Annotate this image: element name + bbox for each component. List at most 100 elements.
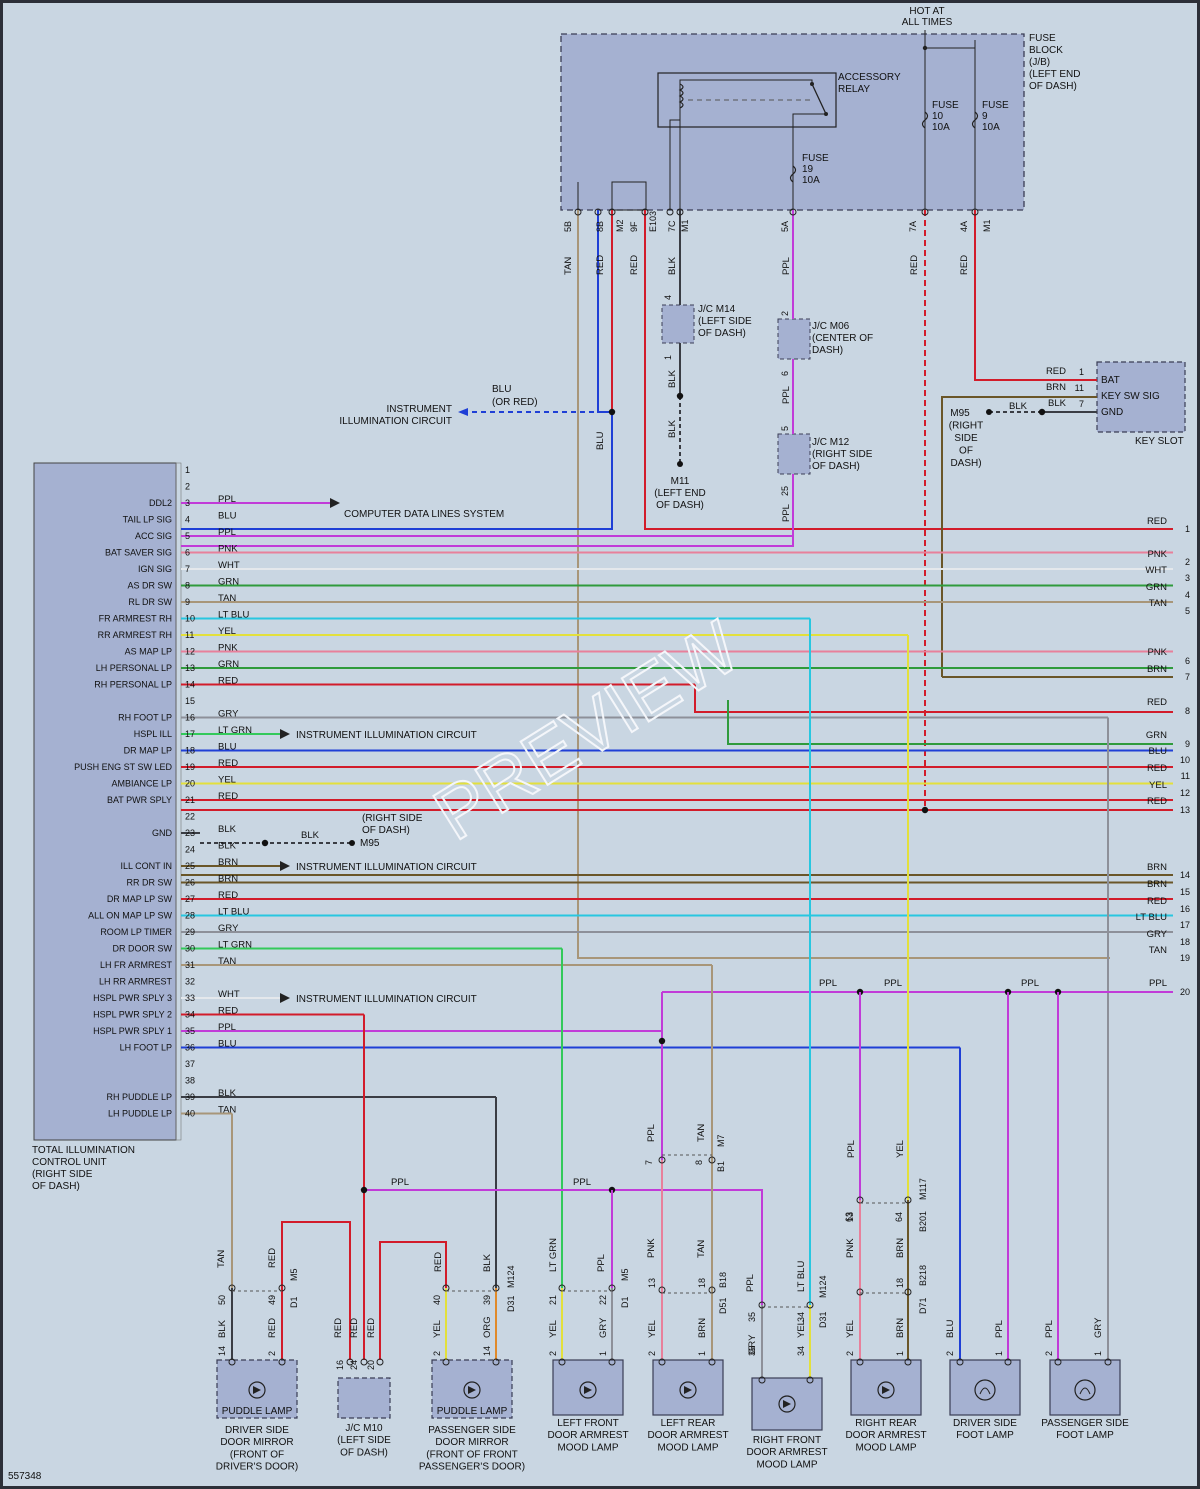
module-pin-label: HSPL PWR SPLY 1 [93, 1026, 172, 1036]
module-pin-label: RL DR SW [128, 597, 172, 607]
control-unit-box [33, 462, 177, 1141]
wire-blu-tail [181, 210, 613, 530]
lamp-pin-circle [442, 1358, 450, 1366]
lamp-pin-label: 16 [335, 1360, 345, 1370]
fb-conn-label: M1 [982, 219, 992, 232]
lamp-pin-circle [904, 1358, 912, 1366]
connector-pin-circle [904, 1288, 912, 1296]
module-wire-label: RED [218, 676, 238, 687]
module-wire-label: BLK [218, 841, 237, 852]
lower-pin-label: 21 [548, 1295, 558, 1305]
connector-pin-circle [758, 1301, 766, 1309]
lamp-pin-circle [806, 1376, 814, 1384]
module-pin-num: 26 [185, 878, 195, 888]
module-title: CONTROL UNIT [32, 1157, 107, 1168]
wire-grn-9 [727, 700, 1173, 745]
right-ref-wire: PNK [1147, 549, 1167, 560]
module-pin-num: 19 [185, 762, 195, 772]
component-caption: LEFT FRONT [557, 1418, 618, 1429]
inline-conn-label: M124 [506, 1265, 516, 1288]
jc-pin-label: 2 [780, 311, 790, 316]
module-wire-label: BLK [218, 824, 237, 835]
led-arrow-icon [882, 1386, 890, 1394]
module-pin-num: 40 [185, 1109, 195, 1119]
component-caption: DOOR ARMREST [845, 1430, 926, 1441]
wire-ppl-acc [181, 474, 794, 547]
lamp-pin-label: 1 [895, 1351, 905, 1356]
splice-dot [676, 392, 684, 400]
fb-pin-label: 5A [780, 221, 790, 232]
module-pin-label: GND [152, 828, 173, 838]
module-pin-label: AS MAP LP [125, 647, 172, 657]
module-pin-num: 23 [185, 828, 195, 838]
cdl-arrow-label: COMPUTER DATA LINES SYSTEM [344, 509, 504, 520]
lamp-wire-label: RED [267, 1318, 278, 1338]
right-ref-wire: YEL [1149, 780, 1167, 791]
wire-tan-5b [577, 210, 1110, 959]
arrow-icon [280, 993, 290, 1003]
module-pin-label: IGN SIG [138, 564, 172, 574]
fb-pin-label: 9F [629, 221, 639, 232]
vertical-wire-label: LT GRN [548, 1238, 559, 1272]
lamp-wire-label: GRY [598, 1317, 609, 1338]
lamp-pin-label: 2 [267, 1351, 277, 1356]
ground-m95-icon [986, 409, 992, 415]
ppl-bus-label: PPL [573, 1177, 591, 1188]
module-pin-num: 35 [185, 1026, 195, 1036]
module-pin-label: FR ARMREST RH [99, 614, 172, 624]
lamp-pin-circle [278, 1358, 286, 1366]
vertical-wire-label: BRN [895, 1238, 906, 1258]
lamp-pin-label: 2 [945, 1351, 955, 1356]
module-pin-num: 2 [185, 482, 190, 492]
component-caption: DOOR MIRROR [220, 1437, 293, 1448]
lamp-pin-label: 1 [598, 1351, 608, 1356]
module-wire-label: WHT [218, 989, 240, 1000]
jc-label: DASH) [812, 345, 843, 356]
vertical-wire-label: PPL [846, 1140, 857, 1158]
module-pin-num: 20 [185, 779, 195, 789]
module-pin-num: 8 [185, 581, 190, 591]
module-title: (RIGHT SIDE [32, 1169, 93, 1180]
fuse-9-icon [971, 111, 979, 129]
hot-at-label: HOT AT [909, 6, 944, 17]
module-pin-num: 37 [185, 1059, 195, 1069]
jc-wire-label: PPL [781, 386, 792, 404]
lamp-pin-circle [758, 1376, 766, 1384]
component-caption: (FRONT OF [230, 1449, 284, 1460]
right-ref-num: 15 [1180, 887, 1190, 897]
lamp-pin-label: 24 [349, 1360, 359, 1370]
key-gnd-wire-label: BLK [1009, 401, 1028, 412]
fuse-label: FUSE [932, 100, 959, 111]
module-pin-num: 22 [185, 812, 195, 822]
blu-or-red-label: BLU [492, 384, 511, 395]
module-pin-label: LH PERSONAL LP [96, 663, 172, 673]
puddle-lamp-label: PUDDLE LAMP [222, 1406, 293, 1417]
right-ref-wire: RED [1147, 896, 1167, 907]
right-ref-num: 10 [1180, 755, 1190, 765]
vertical-wire-label: PPL [646, 1124, 657, 1142]
lamp-wire-label: ORG [482, 1316, 493, 1338]
connector-pin-circle [658, 1156, 666, 1164]
module-pin-label: DDL2 [149, 498, 172, 508]
ground-m95-mid-icon [349, 840, 355, 846]
component-caption: (FRONT OF FRONT [426, 1449, 517, 1460]
jc-label: OF DASH) [812, 461, 860, 472]
fb-pin-circle [789, 208, 797, 216]
module-pin-num: 1 [185, 465, 190, 475]
module-pin-label: DR MAP LP [124, 746, 172, 756]
right-ref-wire: BRN [1147, 879, 1167, 890]
module-wire-label: TAN [218, 1105, 236, 1116]
splice-dot [921, 806, 929, 814]
wire-red-m10 [281, 1221, 351, 1360]
key-slot-num: 7 [1079, 399, 1084, 409]
component-caption: PASSENGER'S DOOR) [419, 1462, 525, 1473]
component-caption: MOOD LAMP [855, 1442, 916, 1453]
m95-mid-label: M95 [360, 838, 380, 849]
module-wire-label: TAN [218, 956, 236, 967]
fb-pin-circle [594, 208, 602, 216]
wire-brn-keysig [941, 396, 1097, 677]
lamp-wire-label: YEL [432, 1320, 443, 1338]
right-ref-wire: PPL [1149, 978, 1167, 989]
lamp-wire-label: YEL [647, 1320, 658, 1338]
